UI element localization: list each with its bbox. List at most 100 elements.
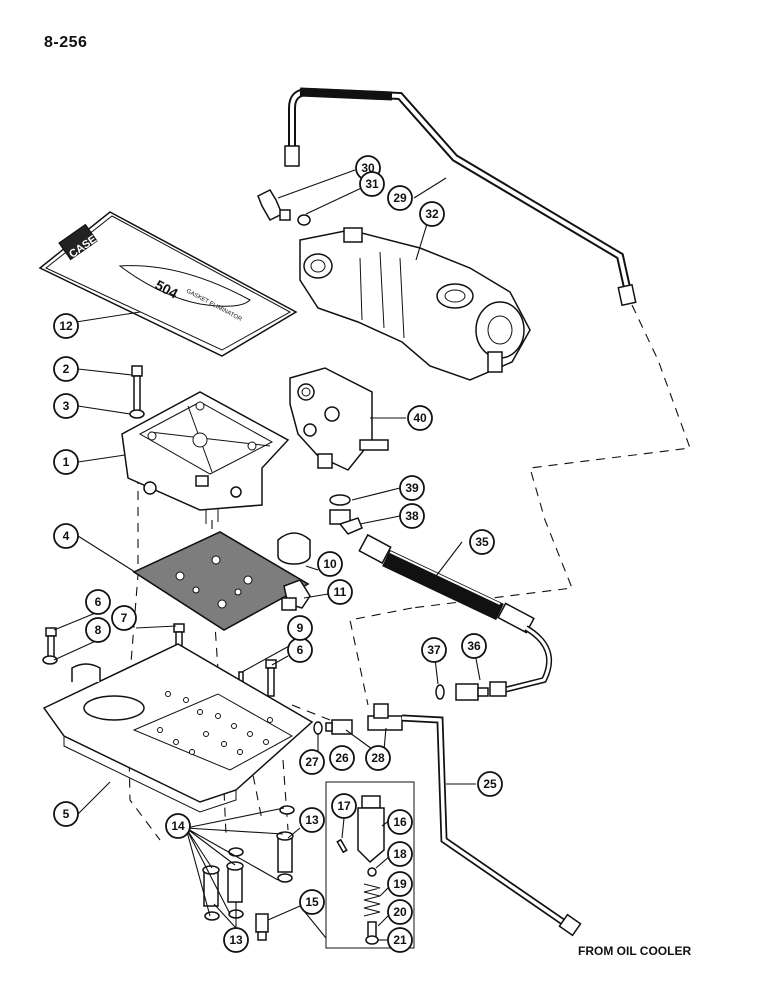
callout-2: 2	[53, 356, 79, 382]
tube-29	[284, 87, 637, 307]
svg-text:8: 8	[95, 623, 102, 637]
o-ring-14	[277, 873, 293, 883]
tube-25	[401, 714, 582, 937]
svg-text:40: 40	[413, 411, 427, 425]
callout-9: 9	[287, 615, 313, 641]
svg-text:29: 29	[393, 191, 407, 205]
callout-36: 36	[461, 633, 487, 659]
plug-21	[365, 935, 379, 945]
callout-12: 12	[53, 313, 79, 339]
callout-13-right: 13	[299, 807, 325, 833]
note-from-oil-cooler: FROM OIL COOLER	[578, 944, 691, 958]
svg-text:25: 25	[483, 777, 497, 791]
o-ring-14	[228, 847, 244, 857]
svg-text:13: 13	[229, 933, 243, 947]
callout-10: 10	[317, 551, 343, 577]
fitting-15	[255, 913, 269, 941]
elbow-fitting-38	[329, 509, 363, 535]
callout-26: 26	[329, 745, 355, 771]
spring-19	[363, 883, 381, 917]
o-ring-14	[204, 911, 220, 921]
assembly-line-plate-to-fittings-a	[249, 759, 263, 821]
svg-text:12: 12	[59, 319, 73, 333]
separator-plate-5	[42, 643, 314, 813]
relief-valve-inset-box	[325, 781, 415, 949]
svg-text:7: 7	[121, 611, 128, 625]
callout-18: 18	[387, 841, 413, 867]
o-ring-14	[279, 805, 295, 815]
callout-35: 35	[469, 529, 495, 555]
callout-6-right: 6	[287, 637, 313, 663]
callout-37: 37	[421, 637, 447, 663]
callout-38: 38	[399, 503, 425, 529]
callout-5: 5	[53, 801, 79, 827]
callout-39: 39	[399, 475, 425, 501]
fitting-36	[455, 683, 489, 701]
svg-text:16: 16	[393, 815, 407, 829]
svg-text:9: 9	[297, 621, 304, 635]
callout-3: 3	[53, 393, 79, 419]
gasket-eliminator-package-12: CASE 504 GASKET ELIMINATOR	[38, 211, 298, 357]
callout-25: 25	[477, 771, 503, 797]
svg-text:18: 18	[393, 847, 407, 861]
callout-15: 15	[299, 889, 325, 915]
callout-8: 8	[85, 617, 111, 643]
callout-11: 11	[327, 579, 353, 605]
tee-fitting-28	[367, 703, 403, 731]
svg-text:32: 32	[425, 207, 439, 221]
callout-20: 20	[387, 899, 413, 925]
svg-text:3: 3	[63, 399, 70, 413]
callout-14: 14	[165, 813, 191, 839]
svg-text:1: 1	[63, 455, 70, 469]
bolt-6-left	[45, 627, 57, 659]
svg-text:6: 6	[297, 643, 304, 657]
page-number: 8-256	[44, 34, 88, 51]
svg-text:38: 38	[405, 509, 419, 523]
callout-6-left: 6	[85, 589, 111, 615]
callout-28: 28	[365, 745, 391, 771]
bolt-6-right	[265, 659, 277, 697]
hose-35	[358, 533, 553, 697]
fitting-13-right	[276, 831, 294, 873]
callout-19: 19	[387, 871, 413, 897]
callout-40: 40	[407, 405, 433, 431]
assembly-line-plate-to-fittings-b	[282, 759, 289, 831]
svg-text:36: 36	[467, 639, 481, 653]
o-ring-39	[329, 494, 351, 506]
relief-valve-housing-16	[357, 795, 385, 864]
callout-29: 29	[387, 185, 413, 211]
svg-text:5: 5	[63, 807, 70, 821]
elbow-fitting-11	[281, 579, 311, 611]
ball-18	[367, 867, 377, 877]
callout-17: 17	[331, 793, 357, 819]
svg-text:26: 26	[335, 751, 349, 765]
cap-10	[277, 532, 311, 565]
o-ring-27	[313, 721, 323, 735]
svg-text:20: 20	[393, 905, 407, 919]
svg-text:39: 39	[405, 481, 419, 495]
svg-text:37: 37	[427, 643, 441, 657]
svg-text:6: 6	[95, 595, 102, 609]
assembly-line-hose-to-tee	[349, 607, 413, 706]
svg-text:10: 10	[323, 557, 337, 571]
washer-8	[42, 655, 58, 665]
callout-21: 21	[387, 927, 413, 953]
callout-4: 4	[53, 523, 79, 549]
o-ring-37	[435, 684, 445, 700]
svg-text:19: 19	[393, 877, 407, 891]
callout-32: 32	[419, 201, 445, 227]
o-ring-31	[297, 214, 311, 226]
callout-1: 1	[53, 449, 79, 475]
svg-text:2: 2	[63, 362, 70, 376]
callout-13-bottom: 13	[223, 927, 249, 953]
pin-17	[336, 838, 348, 854]
callout-16: 16	[387, 809, 413, 835]
elbow-fitting-30	[257, 189, 291, 221]
svg-text:13: 13	[305, 813, 319, 827]
fitting-13-left-a	[202, 865, 220, 907]
svg-text:31: 31	[365, 177, 379, 191]
washer-3	[129, 409, 145, 419]
svg-text:21: 21	[393, 933, 407, 947]
hydraulic-pump-32	[299, 227, 531, 381]
